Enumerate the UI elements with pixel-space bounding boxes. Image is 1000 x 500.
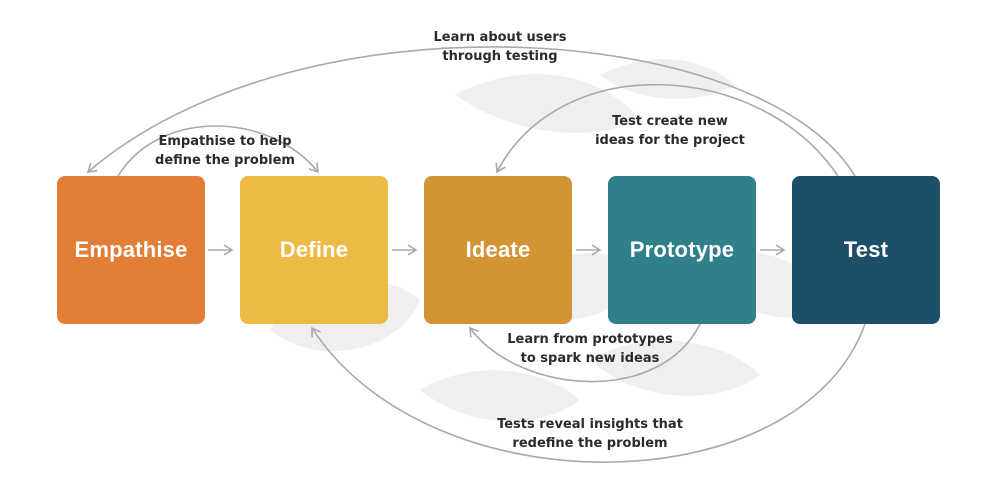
stage-label-ideate: Ideate bbox=[465, 237, 531, 262]
stage-define: Define bbox=[240, 176, 388, 324]
stage-label-prototype: Prototype bbox=[629, 237, 735, 262]
stage-label-empathise: Empathise bbox=[74, 237, 188, 262]
stage-label-test: Test bbox=[843, 237, 889, 262]
stage-empathise: Empathise bbox=[57, 176, 205, 324]
stage-test: Test bbox=[792, 176, 940, 324]
note-learn-about-users: Learn about users through testing bbox=[433, 30, 567, 64]
note-tests-reveal: Tests reveal insights that redefine the … bbox=[497, 417, 683, 451]
arrow-empathise-to-define-arc bbox=[117, 125, 319, 177]
arrow-test-to-ideate bbox=[495, 83, 839, 177]
arrow-test-to-define bbox=[311, 323, 866, 463]
note-learn-from-prototypes: Learn from prototypes to spark new ideas bbox=[507, 332, 673, 366]
arrow-prototype-to-ideate bbox=[469, 323, 701, 383]
stage-label-define: Define bbox=[279, 237, 349, 262]
note-test-create-ideas: Test create new ideas for the project bbox=[595, 114, 745, 148]
stage-prototype: Prototype bbox=[608, 176, 756, 324]
arrow-test-to-empathise bbox=[86, 46, 856, 177]
stage-ideate: Ideate bbox=[424, 176, 572, 324]
note-empathise-to-help: Empathise to help define the problem bbox=[155, 134, 295, 168]
